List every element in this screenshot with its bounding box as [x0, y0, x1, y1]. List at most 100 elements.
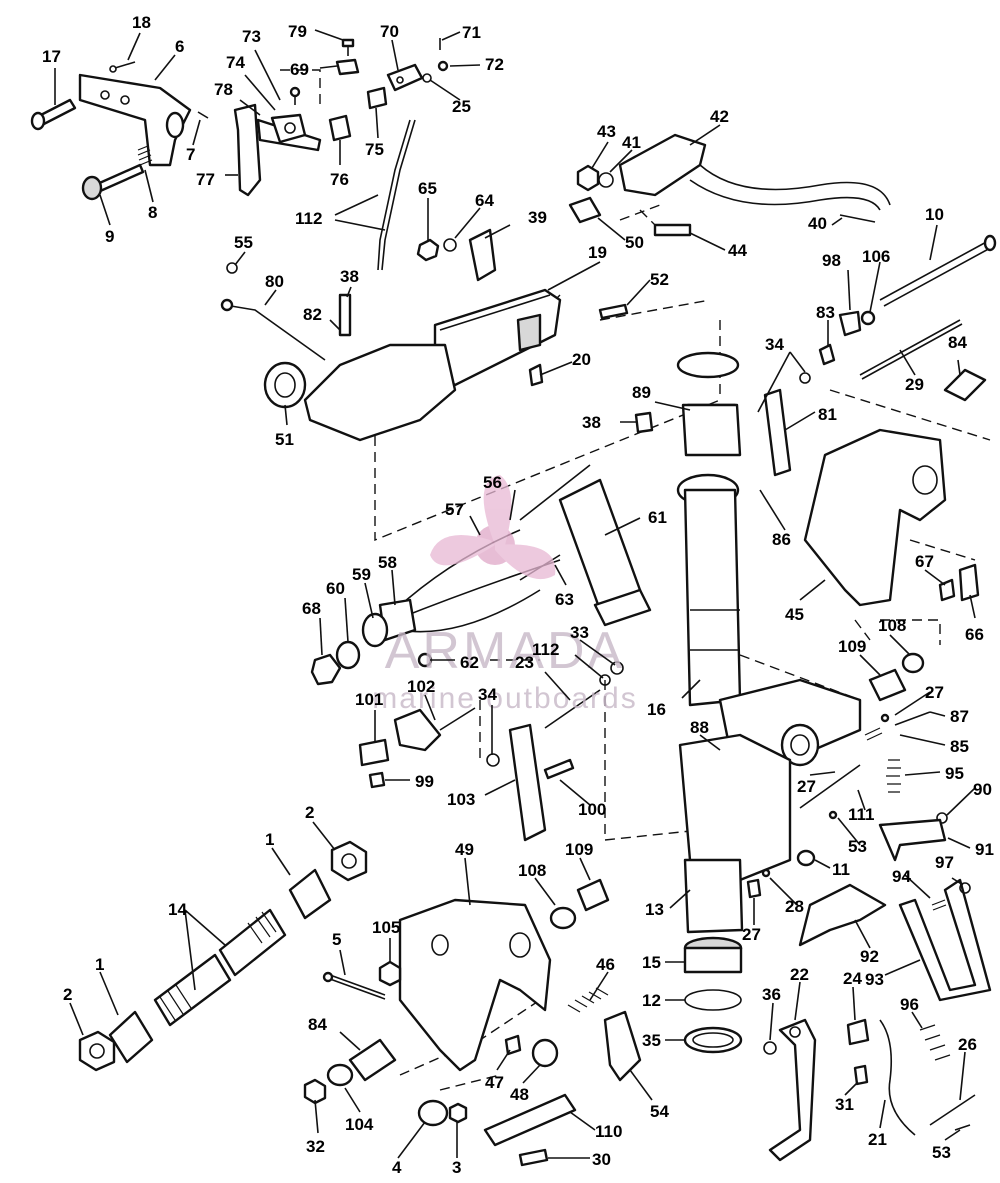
callout-52: 52	[650, 270, 669, 289]
leader-lines	[54, 29, 976, 1159]
callout-7: 7	[186, 145, 195, 164]
lockwasher-64	[443, 238, 457, 252]
washer-34-upper	[799, 372, 811, 384]
callout-82: 82	[303, 305, 322, 324]
callout-45: 45	[785, 605, 804, 624]
callout-41: 41	[622, 133, 641, 152]
callout-47: 47	[485, 1073, 504, 1092]
callout-49: 49	[455, 840, 474, 859]
bracket-24	[846, 1018, 870, 1046]
washer-108-upper	[901, 652, 925, 674]
callout-33: 33	[570, 623, 589, 642]
clamp-39	[468, 228, 497, 282]
spring-95	[886, 759, 901, 793]
spring-8	[137, 145, 153, 166]
callout-48: 48	[510, 1085, 529, 1104]
callout-80: 80	[265, 272, 284, 291]
callout-89: 89	[632, 383, 651, 402]
screw-44	[653, 223, 692, 237]
washer-41	[598, 172, 614, 188]
screw-27b	[746, 878, 762, 899]
callout-103: 103	[447, 790, 475, 809]
callout-58: 58	[378, 553, 397, 572]
callout-102: 102	[407, 677, 435, 696]
callout-85: 85	[950, 737, 969, 756]
callout-43: 43	[597, 122, 616, 141]
callout-14: 14	[168, 900, 187, 919]
callout-21: 21	[868, 1130, 887, 1149]
callout-67: 67	[915, 552, 934, 571]
tilt-arm-42	[618, 133, 891, 211]
tilt-tube-10	[879, 234, 997, 307]
bushing-76	[328, 114, 352, 142]
callout-91: 91	[975, 840, 994, 859]
callout-68: 68	[302, 599, 321, 618]
pin-102	[439, 707, 476, 731]
callout-56: 56	[483, 473, 502, 492]
bolt-5	[322, 971, 386, 1000]
washer-108-lower	[549, 906, 577, 930]
callout-42: 42	[710, 107, 729, 126]
callout-63: 63	[555, 590, 574, 609]
callout-8: 8	[148, 203, 157, 222]
bushing-84-upper	[943, 368, 987, 402]
washer-48	[531, 1038, 559, 1068]
callout-110: 110	[595, 1122, 622, 1141]
nut-105	[378, 960, 402, 987]
swivel-housing-13	[678, 733, 792, 934]
screw-52	[598, 303, 629, 320]
washer-97	[959, 882, 971, 894]
callout-26: 26	[958, 1035, 977, 1054]
washer-36	[763, 1041, 777, 1055]
callout-87: 87	[950, 707, 969, 726]
callout-109-low: 109	[565, 840, 593, 859]
callout-79: 79	[288, 22, 307, 41]
sleeve-1-lower	[108, 1010, 154, 1064]
callout-1-upper: 1	[265, 830, 274, 849]
throttle-rod-112	[377, 119, 416, 271]
callout-60: 60	[326, 579, 345, 598]
callout-71: 71	[462, 23, 481, 42]
callout-65: 65	[418, 179, 437, 198]
pin-23	[544, 689, 601, 729]
callout-78: 78	[214, 80, 233, 99]
screw-83	[818, 343, 836, 366]
callout-104: 104	[345, 1115, 374, 1134]
pin-87	[894, 711, 931, 726]
callout-55: 55	[234, 233, 253, 252]
screw-53a	[828, 810, 838, 820]
screw-100	[543, 758, 575, 780]
bushing-89	[681, 403, 742, 457]
callout-20: 20	[572, 350, 591, 369]
spring-46	[567, 987, 609, 1013]
pin-17	[30, 98, 77, 131]
callout-101: 101	[355, 690, 383, 709]
bolt-9	[81, 163, 145, 201]
callout-53-mid: 53	[848, 837, 867, 856]
callout-39: 39	[528, 208, 547, 227]
callout-64: 64	[475, 191, 494, 210]
callout-27-top: 27	[925, 683, 944, 702]
callout-18: 18	[132, 13, 151, 32]
callout-25: 25	[452, 97, 471, 116]
callout-75: 75	[365, 140, 384, 159]
callout-109-right: 109	[838, 637, 866, 656]
screw-53b	[954, 1124, 971, 1131]
callout-32: 32	[306, 1137, 325, 1156]
callout-38-top: 38	[340, 267, 359, 286]
callout-19: 19	[588, 243, 607, 262]
callout-29: 29	[905, 375, 924, 394]
nut-32	[303, 1078, 327, 1105]
callout-2-lower: 2	[63, 985, 72, 1004]
callout-34-top: 34	[765, 335, 784, 354]
callout-5: 5	[332, 930, 341, 949]
lever-93	[898, 878, 992, 1002]
plate-66	[958, 563, 980, 602]
bushing-109-upper	[868, 668, 907, 702]
callout-9: 9	[105, 227, 114, 246]
spring-85	[864, 727, 883, 741]
callout-111: 111	[848, 805, 875, 824]
callout-4: 4	[392, 1158, 402, 1177]
callout-76: 76	[330, 170, 349, 189]
